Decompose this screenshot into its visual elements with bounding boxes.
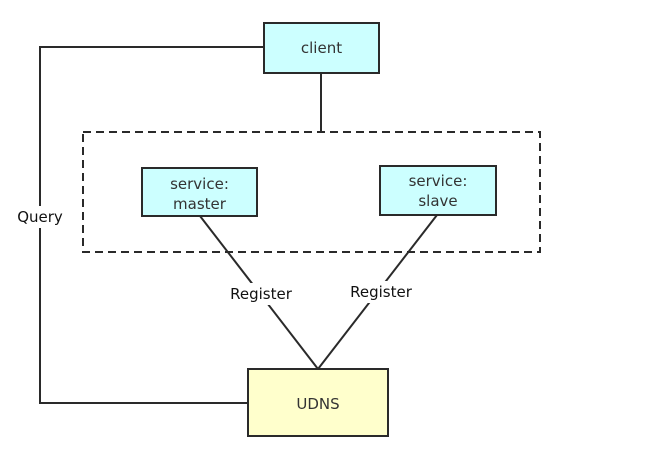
query-connector	[39, 46, 264, 404]
query-label-background	[14, 206, 66, 228]
service-group-boundary	[82, 131, 541, 253]
register-master-label-background	[226, 283, 296, 305]
register-slave-label-background	[346, 281, 416, 303]
service-slave-node[interactable]: service: slave	[379, 165, 497, 216]
client-label: client	[301, 39, 342, 57]
service-master-node[interactable]: service: master	[141, 167, 258, 217]
client-box	[263, 22, 380, 74]
udns-label: UDNS	[296, 395, 339, 413]
udns-box	[247, 368, 389, 437]
service-slave-box	[379, 165, 497, 216]
client-node[interactable]: client	[263, 22, 380, 74]
service-slave-label-line2: slave	[418, 192, 457, 210]
service-master-label-line2: master	[173, 195, 227, 213]
query-label: Query	[17, 208, 63, 226]
udns-node[interactable]: UDNS	[247, 368, 389, 437]
register-master-label: Register	[230, 285, 293, 303]
service-master-box	[141, 167, 258, 217]
register-slave-label: Register	[350, 283, 413, 301]
service-slave-label-line1: service:	[409, 172, 468, 190]
service-master-label-line1: service:	[170, 175, 229, 193]
